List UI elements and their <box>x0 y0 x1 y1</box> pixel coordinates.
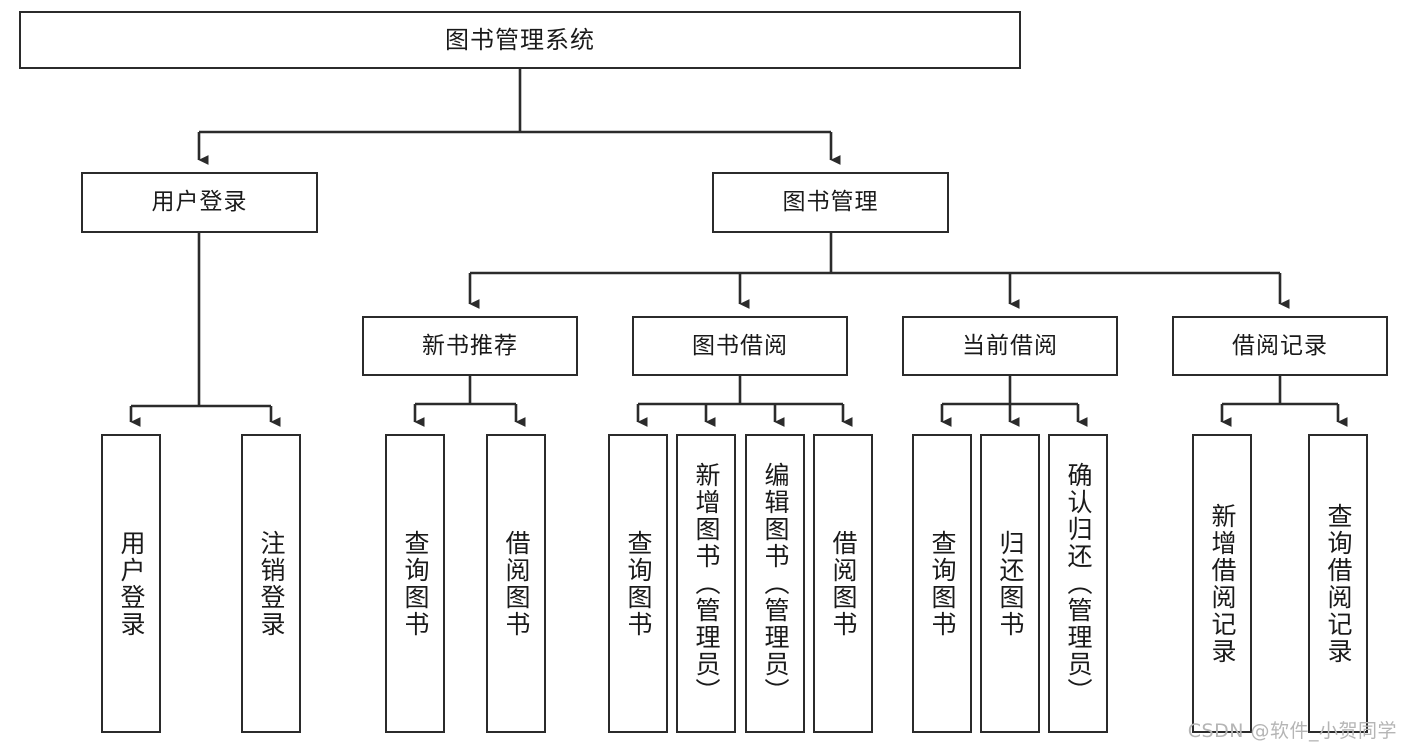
node-leaf-add-book[interactable]: 新增图书（管理员） <box>676 434 736 733</box>
leaf-label: 注销登录 <box>257 529 286 638</box>
watermark-credit: CSDN @软件_小贺同学 <box>1187 720 1397 742</box>
node-new-book-recommend[interactable]: 新书推荐 <box>362 316 578 376</box>
node-leaf-borrow-book-1[interactable]: 借阅图书 <box>486 434 546 733</box>
node-leaf-confirm-return[interactable]: 确认归还（管理员） <box>1048 434 1108 733</box>
leaf-label: 借阅图书 <box>502 529 531 638</box>
leaf-label: 新增图书（管理员） <box>692 462 721 705</box>
node-leaf-query-book-1[interactable]: 查询图书 <box>385 434 445 733</box>
leaf-label: 用户登录 <box>117 529 146 638</box>
leaf-label: 查询图书 <box>401 529 430 638</box>
node-leaf-edit-book[interactable]: 编辑图书（管理员） <box>745 434 805 733</box>
leaf-label: 归还图书 <box>996 529 1025 638</box>
node-current-borrow[interactable]: 当前借阅 <box>902 316 1118 376</box>
node-leaf-borrow-book-2[interactable]: 借阅图书 <box>813 434 873 733</box>
node-leaf-query-book-3[interactable]: 查询图书 <box>912 434 972 733</box>
node-borrow-record[interactable]: 借阅记录 <box>1172 316 1388 376</box>
leaf-label: 编辑图书（管理员） <box>761 462 790 705</box>
leaf-label: 查询图书 <box>624 529 653 638</box>
node-user-login[interactable]: 用户登录 <box>81 172 318 233</box>
leaf-label: 新增借阅记录 <box>1208 502 1237 665</box>
leaf-label: 确认归还（管理员） <box>1064 462 1093 705</box>
node-leaf-return-book[interactable]: 归还图书 <box>980 434 1040 733</box>
node-leaf-user-login[interactable]: 用户登录 <box>101 434 161 733</box>
node-leaf-query-record[interactable]: 查询借阅记录 <box>1308 434 1368 733</box>
node-leaf-query-book-2[interactable]: 查询图书 <box>608 434 668 733</box>
leaf-label: 借阅图书 <box>829 529 858 638</box>
node-book-borrow[interactable]: 图书借阅 <box>632 316 848 376</box>
node-root-system[interactable]: 图书管理系统 <box>19 11 1021 69</box>
node-book-management[interactable]: 图书管理 <box>712 172 949 233</box>
leaf-label: 查询图书 <box>928 529 957 638</box>
node-leaf-user-logout[interactable]: 注销登录 <box>241 434 301 733</box>
leaf-label: 查询借阅记录 <box>1324 502 1353 665</box>
node-leaf-add-record[interactable]: 新增借阅记录 <box>1192 434 1252 733</box>
